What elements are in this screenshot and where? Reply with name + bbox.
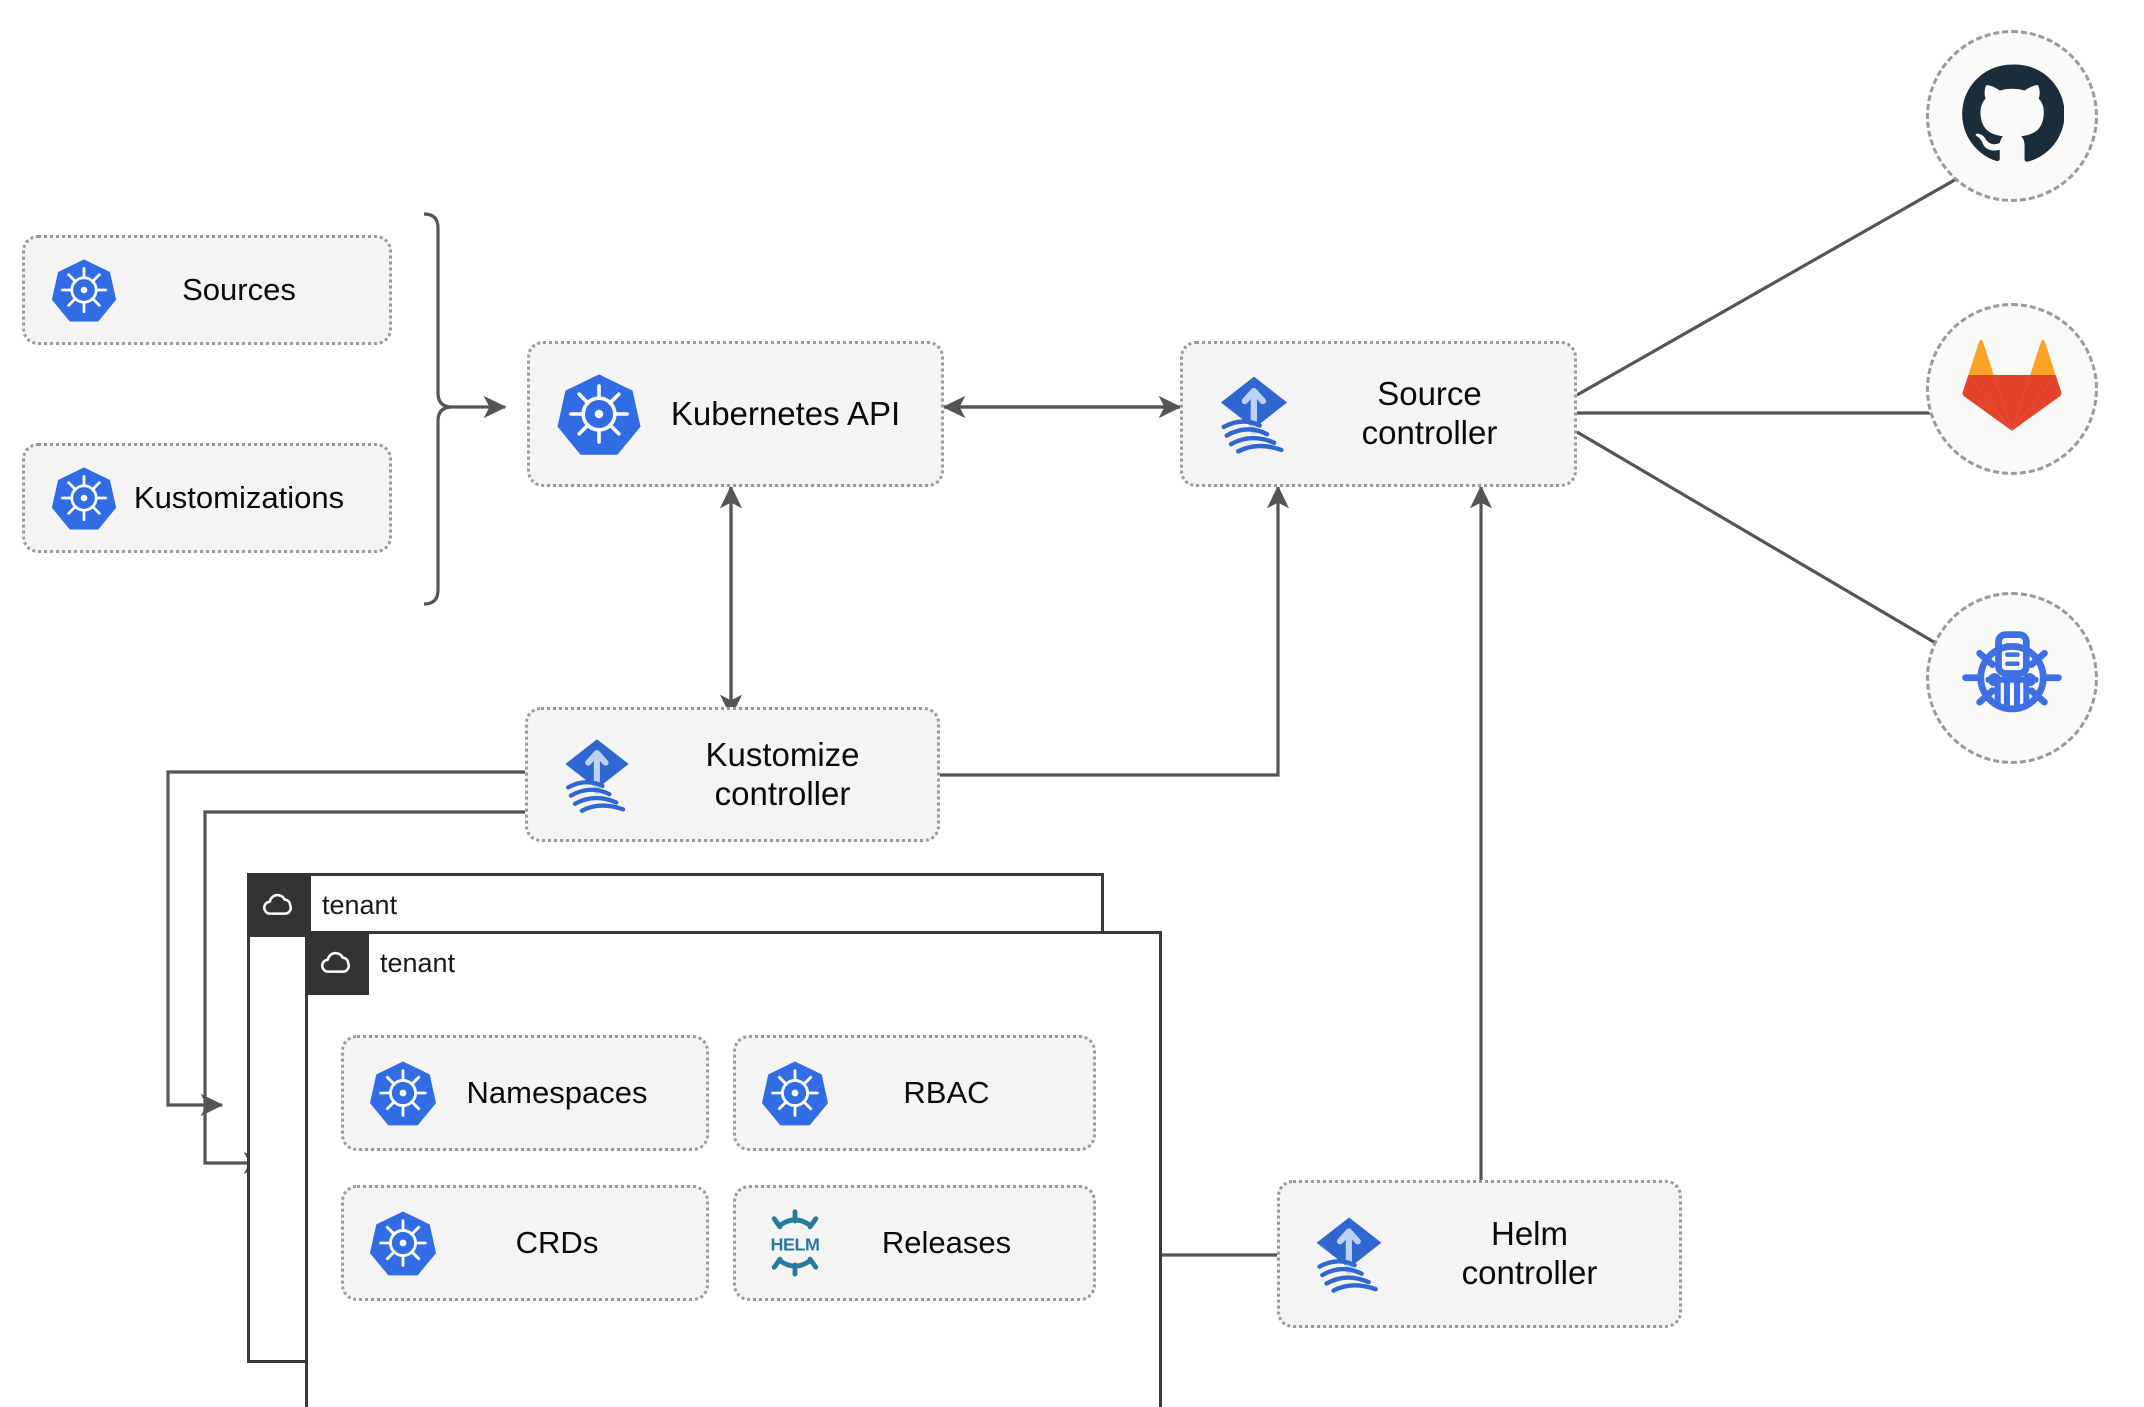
kubernetes-icon	[758, 1056, 832, 1130]
tenant-resource-crds[interactable]: CRDs	[341, 1185, 709, 1301]
provider-github[interactable]	[1926, 30, 2098, 202]
tenant-resource-namespaces[interactable]: Namespaces	[341, 1035, 709, 1151]
resource-label: Kustomizations	[133, 479, 345, 515]
kubernetes-icon	[366, 1206, 440, 1280]
node-label: Kubernetes API	[670, 394, 901, 432]
node-source-controller[interactable]: Source controller	[1180, 341, 1577, 487]
tenant-resource-label: Releases	[881, 1224, 1012, 1260]
gitlab-icon	[1960, 335, 2064, 444]
tenant-resource-rbac[interactable]: RBAC	[733, 1035, 1096, 1151]
cloud-icon	[305, 931, 369, 995]
node-helm-controller[interactable]: Helm controller	[1277, 1180, 1682, 1328]
tenant-title-back: tenant	[322, 890, 398, 920]
resource-sources[interactable]: Sources	[22, 235, 392, 345]
tenant-resource-label: RBAC	[903, 1074, 990, 1110]
cloud-icon	[247, 873, 311, 937]
node-label: Source controller	[1361, 375, 1498, 451]
tenant-resource-label: CRDs	[515, 1224, 599, 1260]
node-label: Helm controller	[1461, 1215, 1598, 1291]
github-icon	[1960, 62, 2065, 171]
resource-label: Sources	[182, 271, 296, 307]
tenant-window-front[interactable]: tenant	[305, 931, 1162, 1407]
flux-icon	[1302, 1207, 1396, 1301]
node-kustomize-controller[interactable]: Kustomize controller	[525, 707, 940, 842]
flux-icon	[1207, 367, 1301, 461]
provider-gitlab[interactable]	[1926, 303, 2098, 475]
tenant-title-front: tenant	[380, 948, 456, 978]
kubernetes-icon	[552, 367, 646, 461]
resource-kustomizations[interactable]: Kustomizations	[22, 443, 392, 553]
tenant-resource-label: Namespaces	[466, 1074, 648, 1110]
source-to-helmrepo	[1576, 430, 1997, 680]
kubernetes-icon	[366, 1056, 440, 1130]
kubernetes-icon	[47, 253, 121, 327]
helm-icon: HELM	[758, 1206, 832, 1280]
flux-icon	[550, 728, 644, 822]
kubernetes-icon	[47, 461, 121, 535]
node-kubernetes-api[interactable]: Kubernetes API	[527, 341, 944, 487]
provider-helm-repository[interactable]	[1926, 592, 2098, 764]
kustomize-to-source	[940, 485, 1290, 777]
brace-connector	[423, 212, 507, 606]
node-label: Kustomize controller	[705, 735, 860, 812]
svg-text:HELM: HELM	[771, 1235, 820, 1255]
helm-repository-icon	[1958, 622, 2066, 735]
tenant-resource-releases[interactable]: HELM Releases	[733, 1185, 1096, 1301]
